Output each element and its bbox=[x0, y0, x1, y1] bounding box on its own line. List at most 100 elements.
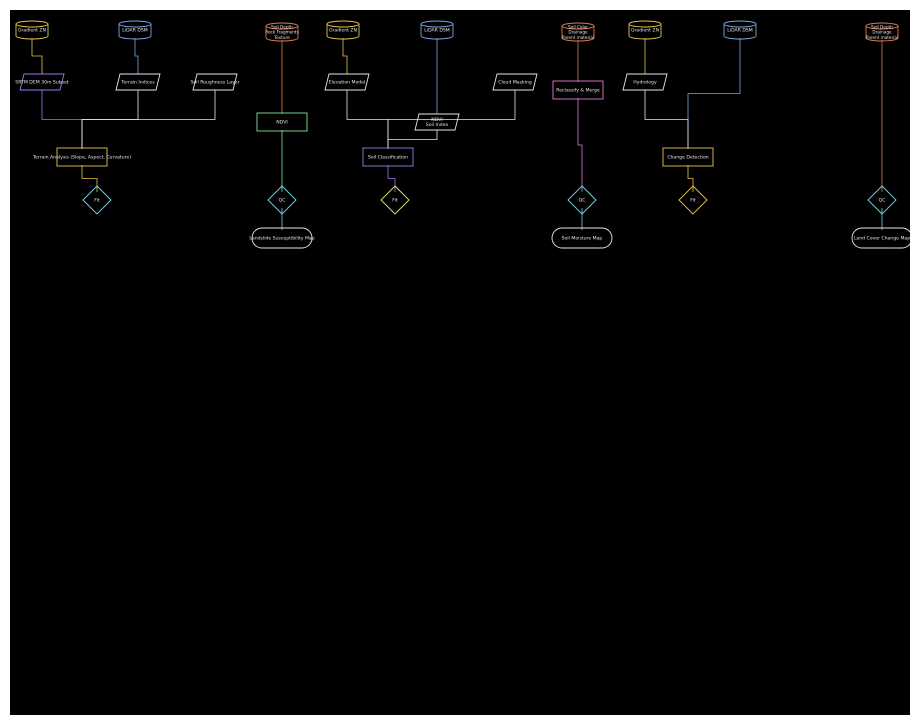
node-db2[interactable]: LiDAR DSM bbox=[118, 20, 152, 40]
node-p6[interactable]: Elevation Model bbox=[324, 73, 370, 91]
edge-db1-p1 bbox=[31, 38, 43, 74]
edge-p10-d4 bbox=[577, 98, 583, 192]
node-label-db2: LiDAR DSM bbox=[122, 28, 148, 34]
edge-db4-p6 bbox=[342, 38, 348, 74]
node-label-t3: Land Cover Change Map bbox=[854, 236, 910, 242]
node-d6[interactable]: QC bbox=[867, 185, 897, 215]
node-p12[interactable]: Change Detection bbox=[662, 147, 714, 167]
node-p3[interactable]: Soil Roughness Layer bbox=[190, 73, 240, 91]
node-d4[interactable]: QC bbox=[567, 185, 597, 215]
node-label-db4: Gradient ZN bbox=[329, 28, 357, 34]
node-label-p2: Terrain Indices bbox=[120, 80, 155, 86]
edge-p3-p4 bbox=[81, 90, 216, 149]
node-label-p8: Soil Classification bbox=[368, 155, 408, 161]
node-d3[interactable]: Fit bbox=[380, 185, 410, 215]
node-label-p9: Cloud Masking bbox=[498, 80, 532, 86]
node-label-d3: Fit bbox=[392, 198, 398, 204]
node-shape-p9 bbox=[492, 73, 538, 91]
node-shape-p6 bbox=[324, 73, 370, 91]
edge-layer bbox=[31, 38, 883, 230]
node-label-d2: QC bbox=[279, 198, 286, 204]
node-shape-d6 bbox=[867, 185, 897, 215]
node-label-p12: Change Detection bbox=[667, 155, 708, 161]
node-p11[interactable]: Hydrology bbox=[622, 73, 668, 91]
node-shape-db7 bbox=[628, 20, 662, 40]
node-shape-p10 bbox=[552, 80, 604, 100]
node-label-d4: QC bbox=[579, 198, 586, 204]
edge-db8-p12 bbox=[687, 38, 741, 149]
node-d2[interactable]: QC bbox=[267, 185, 297, 215]
node-shape-p11 bbox=[622, 73, 668, 91]
node-t3[interactable]: Land Cover Change Map bbox=[851, 227, 910, 249]
node-p10[interactable]: Reclassify & Merge bbox=[552, 80, 604, 100]
node-shape-t2 bbox=[551, 227, 613, 249]
node-shape-db1 bbox=[15, 20, 49, 40]
node-label-db1: Gradient ZN bbox=[18, 28, 46, 34]
edge-p9-p8 bbox=[387, 90, 516, 149]
node-p9[interactable]: Cloud Masking bbox=[492, 73, 538, 91]
node-label-p5: NDVI bbox=[276, 120, 287, 126]
node-label-d6: QC bbox=[879, 198, 886, 204]
edge-p11-p12 bbox=[644, 90, 689, 149]
node-db4[interactable]: Gradient ZN bbox=[326, 20, 360, 40]
node-db7[interactable]: Gradient ZN bbox=[628, 20, 662, 40]
node-label-db7: Gradient ZN bbox=[631, 28, 659, 34]
node-shape-db8 bbox=[723, 20, 757, 40]
node-db8[interactable]: LiDAR DSM bbox=[723, 20, 757, 40]
node-shape-p1 bbox=[19, 73, 65, 91]
edge-db2-p2 bbox=[134, 38, 139, 74]
node-shape-db4 bbox=[326, 20, 360, 40]
node-shape-p7 bbox=[414, 113, 460, 131]
node-shape-t3 bbox=[851, 227, 910, 249]
node-p5[interactable]: NDVI bbox=[256, 112, 308, 132]
node-label-p11: Hydrology bbox=[633, 80, 657, 86]
node-shape-db5 bbox=[420, 20, 454, 40]
node-label-db5: LiDAR DSM bbox=[424, 28, 450, 34]
node-label-d5: Fit bbox=[690, 198, 696, 204]
edge-p6-p8 bbox=[346, 90, 389, 149]
edge-p12-d5 bbox=[687, 165, 694, 192]
node-label-p6: Elevation Model bbox=[329, 80, 366, 86]
node-db5[interactable]: LiDAR DSM bbox=[420, 20, 454, 40]
node-label-p3: Soil Roughness Layer bbox=[190, 80, 239, 86]
node-shape-d4 bbox=[567, 185, 597, 215]
edge-p7-p8 bbox=[387, 130, 438, 149]
node-shape-d5 bbox=[678, 185, 708, 215]
node-d1[interactable]: Fit bbox=[82, 185, 112, 215]
node-t1[interactable]: Landslide Susceptibility Map bbox=[249, 227, 315, 249]
node-p2[interactable]: Terrain Indices bbox=[115, 73, 161, 91]
node-label-p4: Terrain Analysis (Slope, Aspect, Curvatu… bbox=[32, 155, 131, 161]
node-shape-p8 bbox=[362, 147, 414, 167]
node-label-d1: Fit bbox=[94, 198, 100, 204]
node-shape-p3 bbox=[192, 73, 238, 91]
node-shape-d1 bbox=[82, 185, 112, 215]
node-p8[interactable]: Soil Classification bbox=[362, 147, 414, 167]
node-p4[interactable]: Terrain Analysis (Slope, Aspect, Curvatu… bbox=[32, 147, 131, 167]
node-db1[interactable]: Gradient ZN bbox=[15, 20, 49, 40]
node-label-t1: Landslide Susceptibility Map bbox=[249, 236, 314, 242]
node-label-p1: SRTM DEM 30m Subset bbox=[15, 80, 69, 86]
node-shape-db3 bbox=[265, 22, 299, 42]
node-shape-d2 bbox=[267, 185, 297, 215]
node-t2[interactable]: Soil Moisture Map bbox=[551, 227, 613, 249]
node-label-p10: Reclassify & Merge bbox=[556, 88, 600, 94]
node-shape-p4 bbox=[56, 147, 108, 167]
node-p1[interactable]: SRTM DEM 30m Subset bbox=[15, 73, 69, 91]
node-shape-p2 bbox=[115, 73, 161, 91]
node-d5[interactable]: Fit bbox=[678, 185, 708, 215]
edge-p1-p4 bbox=[41, 90, 83, 149]
node-shape-db6 bbox=[561, 22, 595, 42]
edge-p8-d3 bbox=[387, 165, 396, 192]
node-shape-db9 bbox=[865, 22, 899, 42]
node-shape-t1 bbox=[251, 227, 313, 249]
